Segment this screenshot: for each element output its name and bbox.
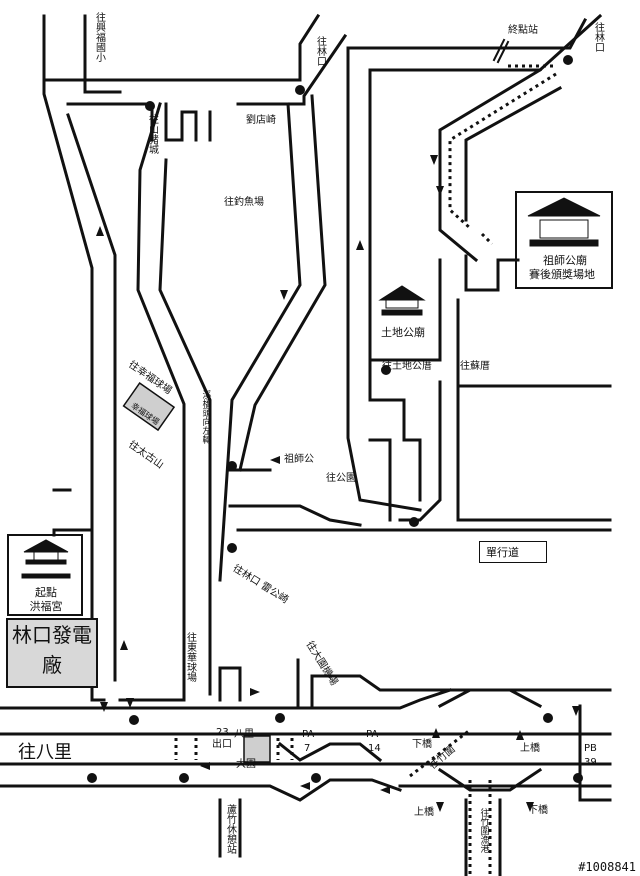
mid-road-a — [218, 102, 302, 582]
label-tu-di-gong-cuo: 往土地公厝 — [382, 361, 432, 372]
highway-north-edge — [0, 688, 452, 710]
label-zu-shi-gong: 祖師公 — [284, 454, 314, 465]
label-zhu-wei-yu-gang: 往竹圍漁港 — [478, 808, 489, 853]
label-pa14-b: 14 — [368, 743, 381, 754]
label-lin-kou-top: 往林口 — [314, 36, 326, 66]
label-shang-qiao-2: 上橋 — [414, 807, 434, 818]
label-tu-di-gong-temple: 土地公廟 — [381, 326, 425, 339]
label-xing-fu-guo-xiao: 往興福國小 — [93, 12, 105, 62]
label-award-venue: 賽後頒獎場地 — [529, 268, 595, 281]
label-lu-zhu-rest: 蘆竹休憩站 — [224, 804, 236, 854]
left-road-branch — [83, 14, 122, 94]
power-plant-box: 林口發電廠 — [6, 618, 98, 688]
label-shang-qiao-1: 上橋 — [520, 743, 540, 754]
label-wang-ba-li: 往八里 — [18, 742, 72, 763]
label-da-yuan: 大園 — [236, 759, 256, 770]
label-gong-yuan: 往公園 — [326, 473, 356, 484]
label-pb39-b: 39 — [584, 757, 597, 768]
label-lin-kou-right: 往林口 — [592, 22, 604, 52]
center-road-inner — [158, 158, 212, 696]
label-xi-qiao-turn: 溪橋頭向左轉 — [200, 390, 211, 444]
left-road-inner — [66, 113, 117, 682]
label-pa7-b: 7 — [304, 743, 311, 754]
center-road-outer — [136, 102, 186, 702]
label-hong-fu-gong: 洪福宮 — [29, 600, 63, 613]
mid-road-b — [238, 94, 327, 472]
one-way-sign: 單行道 — [479, 541, 547, 563]
label-ba-li: 八里 — [234, 729, 254, 740]
label-xia-qiao-2: 下橋 — [528, 805, 548, 816]
label-exit-23-a: 23 — [216, 727, 229, 738]
label-zu-shi-gong-temple: 祖師公廟 — [543, 254, 587, 267]
temple-icon-start — [21, 539, 71, 579]
label-start-point: 起點 — [35, 586, 57, 599]
right-road-inner — [368, 68, 406, 402]
label-su-cuo: 往蘇厝 — [460, 361, 490, 372]
top-road-inner — [66, 102, 154, 142]
label-pa14-a: PA — [366, 729, 379, 740]
label-shan-zhu-cheng: 往山豬城 — [146, 114, 158, 154]
watermark: #1008841 — [578, 860, 636, 874]
highway-south-edge — [0, 778, 402, 802]
label-pb39-a: PB — [584, 743, 597, 754]
label-xia-qiao-1: 下橋 — [412, 739, 432, 750]
top-road-outer — [42, 13, 321, 82]
label-dong-hua-qiu-chang: 往東華球場 — [184, 632, 196, 682]
label-liu-dian-qi: 劉店崎 — [246, 115, 276, 126]
temple-icon-tudi — [378, 285, 426, 316]
label-diao-yu-chang: 往釣魚場 — [224, 197, 264, 208]
left-road-outer — [42, 14, 106, 702]
label-pa7-a: PA — [302, 729, 315, 740]
label-exit-23-b: 出口 — [212, 739, 232, 750]
temple-icon-zushi — [527, 197, 601, 247]
label-end-point: 終點站 — [508, 25, 538, 36]
